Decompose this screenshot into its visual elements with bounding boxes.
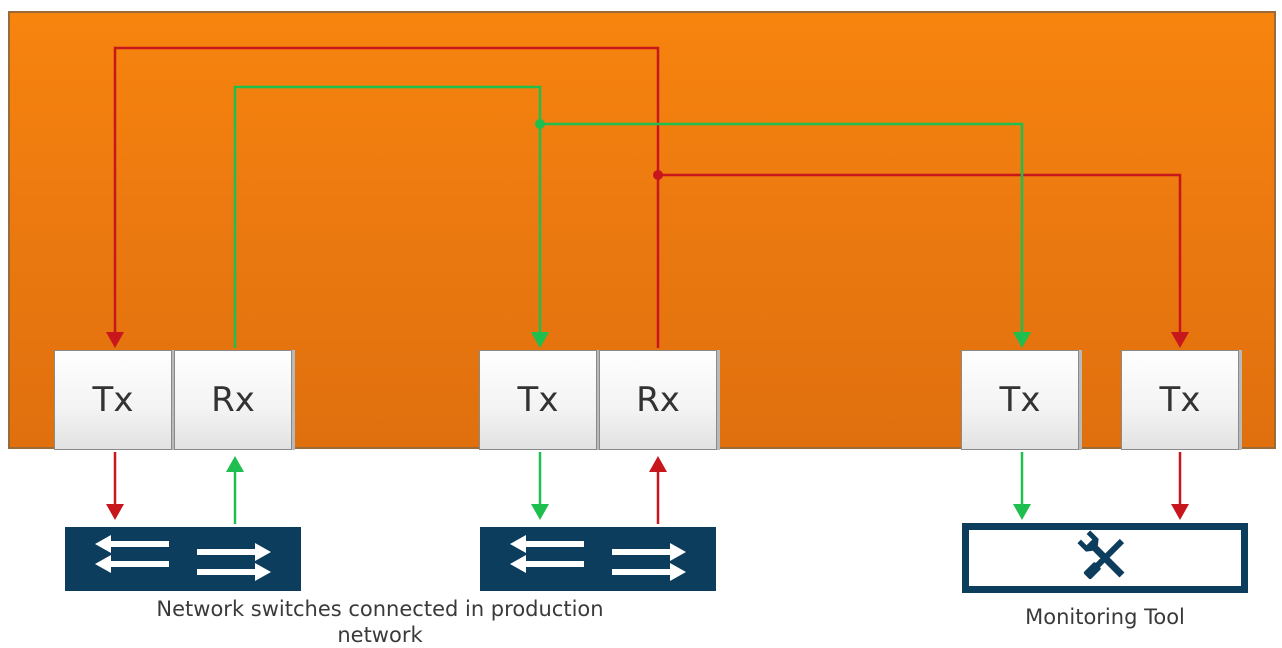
switches-caption: Network switches connected in production…	[156, 597, 604, 647]
red-link-to-monitor-tx	[658, 173, 1182, 335]
network-switch-2	[480, 527, 716, 591]
port-label: Rx	[636, 380, 680, 420]
port-tx-3: Tx	[479, 350, 597, 450]
switch-arrows-icon	[95, 535, 271, 581]
port-label: Tx	[92, 380, 134, 420]
monitoring-tool-device	[962, 523, 1248, 593]
wrench-screwdriver-icon	[1077, 530, 1125, 580]
monitoring-tool-caption: Monitoring Tool	[1025, 605, 1185, 629]
switch-arrows-icon	[510, 535, 686, 581]
red-link-to-tx1	[113, 46, 660, 348]
port-rx-2: Rx	[174, 350, 292, 450]
port-label: Tx	[1159, 380, 1201, 420]
green-split-node	[535, 119, 545, 129]
port-tx-1: Tx	[54, 350, 172, 450]
port-rx-4: Rx	[599, 350, 717, 450]
port-label: Tx	[999, 380, 1041, 420]
port-tx-6: Tx	[1121, 350, 1239, 450]
red-split-node	[653, 170, 663, 180]
network-switch-1	[65, 527, 301, 591]
green-link-to-tx3	[233, 85, 542, 348]
port-label: Tx	[517, 380, 559, 420]
port-tx-5: Tx	[961, 350, 1079, 450]
green-link-to-monitor-tx	[540, 122, 1024, 335]
port-label: Rx	[211, 380, 255, 420]
